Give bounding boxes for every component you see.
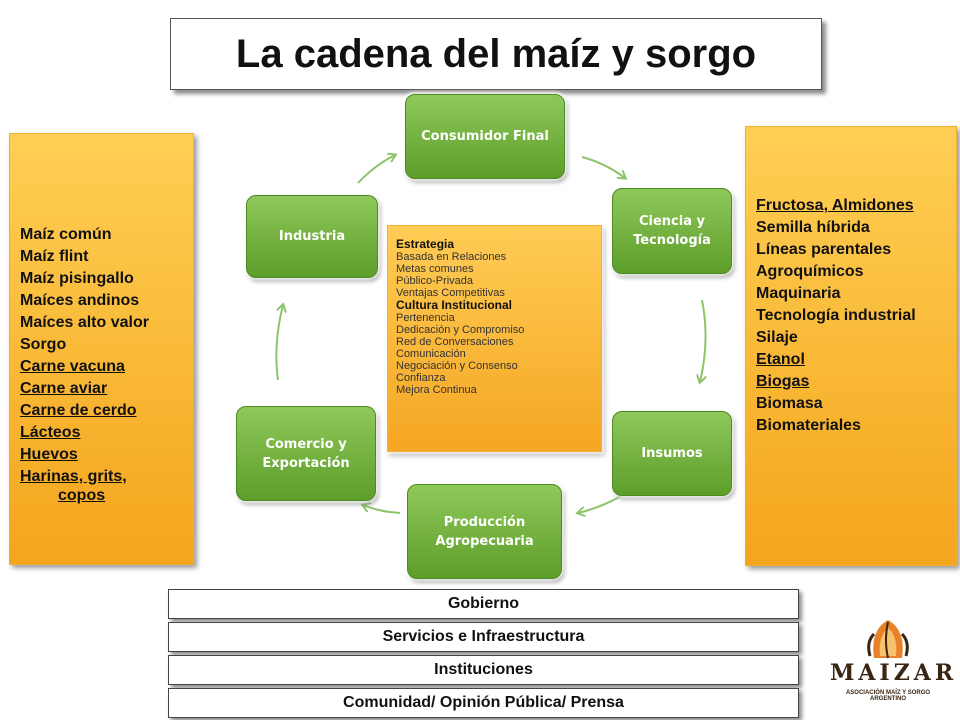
left-item-link[interactable]: Huevos <box>20 446 78 463</box>
node-label: Comercio y <box>265 436 347 452</box>
culture-item: Red de Conversaciones <box>396 336 514 348</box>
left-item-link[interactable]: Carne vacuna <box>20 358 125 375</box>
cycle-arrow <box>700 299 707 382</box>
strategy-culture-box: Estrategia Basada en Relaciones Metas co… <box>387 225 602 452</box>
maizar-logo: MAIZAR ASOCIACIÓN MAÍZ Y SORGO ARGENTINO <box>830 612 958 712</box>
corn-emblem-icon <box>867 620 909 659</box>
culture-heading: Cultura Institucional <box>396 298 513 312</box>
bar-label: Instituciones <box>434 661 533 678</box>
culture-item: Mejora Continua <box>396 384 477 396</box>
bar-label: Servicios e Infraestructura <box>382 628 585 645</box>
node-insumos[interactable]: Insumos <box>612 411 732 496</box>
right-item: Líneas parentales <box>756 241 892 258</box>
node-ciencia-tecnologia[interactable]: Ciencia y Tecnología <box>612 188 732 274</box>
node-label: Ciencia y <box>638 214 705 229</box>
bar-label: Gobierno <box>447 595 520 612</box>
culture-item: Pertenencia <box>396 312 455 324</box>
left-item: Maíces andinos <box>20 292 140 309</box>
left-item: Maíz común <box>20 226 112 243</box>
bar-gobierno: Gobierno <box>168 589 799 619</box>
bar-instituciones: Instituciones <box>168 655 799 685</box>
left-item-link[interactable]: Carne aviar <box>20 380 108 397</box>
bar-comunidad: Comunidad/ Opinión Pública/ Prensa <box>168 688 799 718</box>
right-item: Tecnología industrial <box>756 307 916 324</box>
logo-name: MAIZAR <box>830 660 958 686</box>
right-item-link[interactable]: Biogas <box>756 373 810 390</box>
right-item: Biomateriales <box>756 417 861 434</box>
left-item: Sorgo <box>20 336 67 353</box>
node-comercio-exportacion[interactable]: Comercio y Exportación <box>236 406 376 501</box>
left-item-link[interactable]: Lácteos <box>20 424 81 441</box>
node-label: Consumidor Final <box>421 129 549 144</box>
right-item: Agroquímicos <box>756 263 864 280</box>
node-label: Insumos <box>641 446 703 461</box>
left-item-link[interactable]: Harinas, grits, <box>20 468 127 485</box>
right-item: Maquinaria <box>756 285 841 302</box>
cycle-arrow <box>578 494 624 513</box>
cycle-arrow <box>581 156 625 178</box>
culture-item: Negociación y Consenso <box>396 360 518 372</box>
right-product-panel: Fructosa, Almidones Semilla híbrida Líne… <box>745 126 957 566</box>
culture-item: Dedicación y Compromiso <box>396 324 525 336</box>
logo-subtitle: ASOCIACIÓN MAÍZ Y SORGO ARGENTINO <box>845 690 931 702</box>
node-consumidor-final[interactable]: Consumidor Final <box>405 94 565 179</box>
left-item: Maíz pisingallo <box>20 270 134 287</box>
cycle-arrow <box>275 305 283 381</box>
node-label: Industria <box>278 229 346 244</box>
node-label: Exportación <box>262 455 350 471</box>
strategy-item: Ventajas Competitivas <box>396 287 505 299</box>
strategy-item: Público-Privada <box>396 275 474 287</box>
culture-item: Confianza <box>396 372 446 384</box>
left-item: Maíces alto valor <box>20 314 149 331</box>
left-item: Maíz flint <box>20 248 89 265</box>
culture-item: Comunicación <box>396 348 466 360</box>
node-label: Producción <box>443 514 526 530</box>
right-item: Semilla híbrida <box>756 219 870 236</box>
strategy-heading: Estrategia <box>396 237 455 251</box>
node-industria[interactable]: Industria <box>246 195 378 278</box>
left-product-panel: Maíz común Maíz flint Maíz pisingallo Ma… <box>9 133 194 565</box>
right-item: Biomasa <box>756 395 823 412</box>
right-item-link[interactable]: Fructosa, Almidones <box>756 197 914 214</box>
title-box: La cadena del maíz y sorgo <box>170 18 822 90</box>
right-item: Silaje <box>756 329 798 346</box>
left-item-link[interactable]: Carne de cerdo <box>20 402 137 419</box>
strategy-item: Metas comunes <box>396 263 474 275</box>
cycle-arrow <box>363 505 401 514</box>
page-title: La cadena del maíz y sorgo <box>235 31 757 76</box>
left-item-link[interactable]: copos <box>58 487 106 504</box>
node-label: Agropecuaria <box>435 533 534 549</box>
bar-label: Comunidad/ Opinión Pública/ Prensa <box>343 694 624 711</box>
node-label: Tecnología <box>633 233 711 248</box>
bar-servicios: Servicios e Infraestructura <box>168 622 799 652</box>
strategy-item: Basada en Relaciones <box>396 251 507 263</box>
right-item-link[interactable]: Etanol <box>756 351 805 368</box>
cycle-arrow <box>357 155 395 184</box>
